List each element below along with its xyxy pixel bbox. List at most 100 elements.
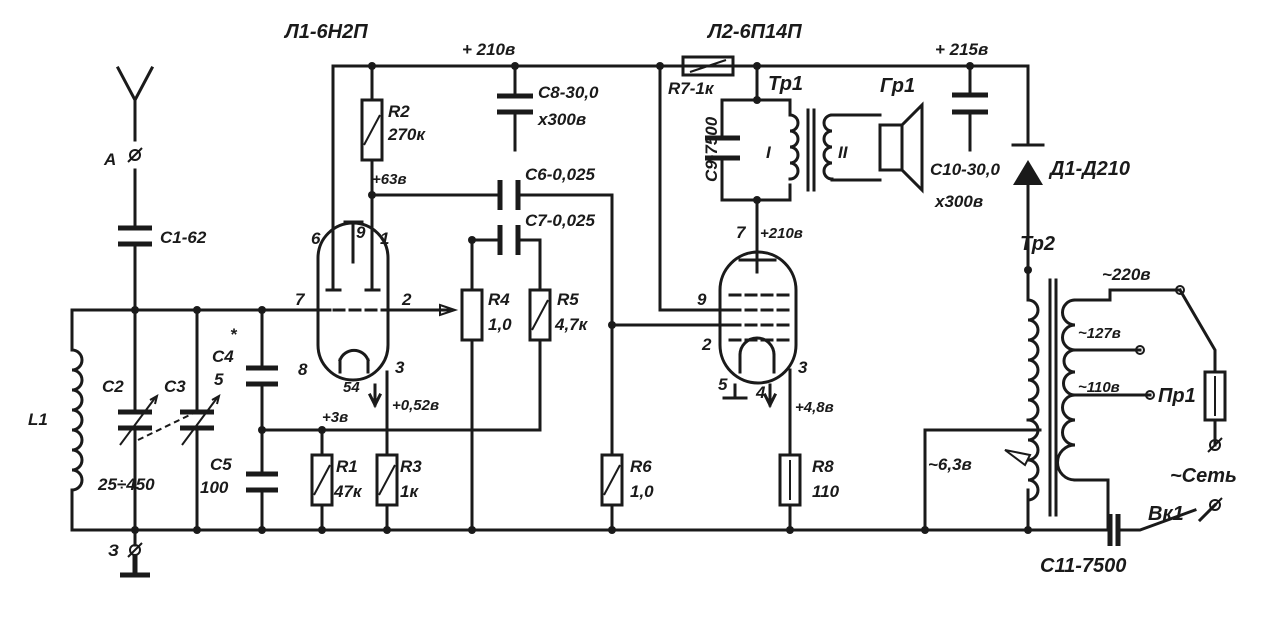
tube-l2: [718, 250, 798, 409]
capacitor-c4-c5: [246, 365, 278, 493]
voltage-taps: [1135, 285, 1185, 400]
capacitor-c6: [497, 180, 521, 210]
r8-label: R8: [812, 457, 834, 476]
pin-9-label: 9: [356, 223, 366, 242]
winding-2-label: II: [838, 143, 849, 162]
c4-value-label: 5: [214, 370, 224, 389]
c4-mark-label: *: [230, 325, 238, 344]
r4-value-label: 1,0: [488, 315, 512, 334]
pin-7-label: 7: [295, 290, 306, 309]
mains-label: ~Сеть: [1170, 465, 1237, 487]
l1-label: L1: [28, 410, 48, 429]
voltage-127-label: ~127в: [1078, 325, 1121, 342]
labels: Л1-6Н2П Л2-6П14П + 210в + 215в А С1-62 L…: [28, 21, 1237, 577]
resistor-r4: [439, 288, 484, 342]
resistor-r8: [778, 453, 802, 507]
tube2-pin-4-label: 4: [755, 383, 766, 402]
voltage-a210-label: +210в: [760, 225, 803, 242]
c4-label: С4: [212, 347, 234, 366]
gr1-label: Гр1: [880, 75, 915, 97]
tube2-pin-9-label: 9: [697, 290, 707, 309]
voltage-63-label: +63в: [372, 171, 407, 188]
voltage-3-label: +3в: [322, 409, 348, 426]
c23-value-label: 25÷450: [97, 475, 155, 494]
r3-label: R3: [400, 457, 422, 476]
r4-label: R4: [488, 290, 510, 309]
c5-label: С5: [210, 455, 232, 474]
r2-label: R2: [388, 102, 410, 121]
tr1-label: Тр1: [768, 73, 803, 95]
voltage-63-heater-label: ~6,3в: [928, 455, 972, 474]
pin-54-label: 54: [343, 379, 360, 396]
c3-label: С3: [164, 377, 186, 396]
pin-1-label: 1: [380, 229, 389, 248]
capacitor-c9: [705, 135, 740, 161]
capacitor-c8: [497, 93, 533, 115]
r5-label: R5: [557, 290, 579, 309]
voltage-210-label: + 210в: [462, 40, 515, 59]
ground-terminal: [120, 528, 150, 578]
antenna-label: А: [103, 150, 116, 169]
c2-label: С2: [102, 377, 124, 396]
c8-voltage-label: х300в: [537, 110, 586, 129]
r1-value-label: 47к: [333, 482, 363, 501]
c1-label: С1-62: [160, 228, 207, 247]
capacitor-c7: [497, 225, 521, 255]
transformer-tr1: [788, 108, 882, 192]
resistor-r1: [310, 453, 334, 507]
r1-label: R1: [336, 457, 358, 476]
capacitor-c10: [952, 92, 988, 115]
pin-6-label: 6: [311, 229, 321, 248]
voltage-220-label: ~220в: [1102, 265, 1151, 284]
capacitor-c1: [118, 225, 152, 247]
tube2-pin-7-label: 7: [736, 223, 747, 242]
transformer-tr2: [1004, 278, 1077, 517]
tube-l1: [316, 220, 397, 409]
capacitor-c11: [1107, 514, 1121, 546]
tube-l2-label: Л2-6П14П: [706, 21, 802, 43]
c6-label: С6-0,025: [525, 165, 595, 184]
c9-label: С9-7500: [702, 116, 721, 182]
voltage-110-label: ~110в: [1078, 379, 1120, 396]
r6-label: R6: [630, 457, 652, 476]
antenna-terminal: [127, 147, 143, 163]
c11-label: С11-7500: [1040, 555, 1126, 577]
resistor-r5: [528, 288, 552, 342]
wiring: [70, 64, 1218, 532]
mains-terminals: [1207, 437, 1223, 513]
diode-d1: [1011, 143, 1045, 185]
speaker-gr1: [878, 101, 924, 194]
tube-l1-label: Л1-6Н2П: [283, 21, 368, 43]
resistor-r7: [681, 55, 735, 77]
r3-value-label: 1к: [400, 482, 419, 501]
voltage-215-label: + 215в: [935, 40, 988, 59]
pin-8-label: 8: [298, 360, 308, 379]
winding-1-label: I: [766, 143, 772, 162]
fuse-pr1: [1203, 370, 1227, 422]
pin-3-label: 3: [395, 358, 405, 377]
r6-value-label: 1,0: [630, 482, 654, 501]
r7-label: R7-1к: [668, 79, 715, 98]
tube2-pin-5-label: 5: [718, 375, 728, 394]
c5-value-label: 100: [200, 478, 229, 497]
voltage-052-label: +0,52в: [392, 397, 439, 414]
c10-label: С10-30,0: [930, 160, 1000, 179]
d1-label: Д1-Д210: [1048, 158, 1130, 180]
c8-label: С8-30,0: [538, 83, 599, 102]
c10-voltage-label: х300в: [934, 192, 983, 211]
tr2-label: Тр2: [1020, 233, 1055, 255]
r5-value-label: 4,7к: [554, 315, 589, 334]
r8-value-label: 110: [812, 482, 840, 501]
ground-label: З: [108, 541, 119, 560]
coil-l1: [70, 348, 84, 492]
voltage-48-label: +4,8в: [795, 399, 834, 416]
resistor-r6: [600, 453, 624, 507]
vk1-label: Вк1: [1148, 503, 1184, 525]
pr1-label: Пр1: [1158, 385, 1196, 407]
resistor-r2: [360, 98, 384, 162]
resistor-r3: [375, 453, 399, 507]
tube2-pin-3-label: 3: [798, 358, 808, 377]
pin-2-label: 2: [401, 290, 412, 309]
junction-dots: [131, 62, 1032, 534]
